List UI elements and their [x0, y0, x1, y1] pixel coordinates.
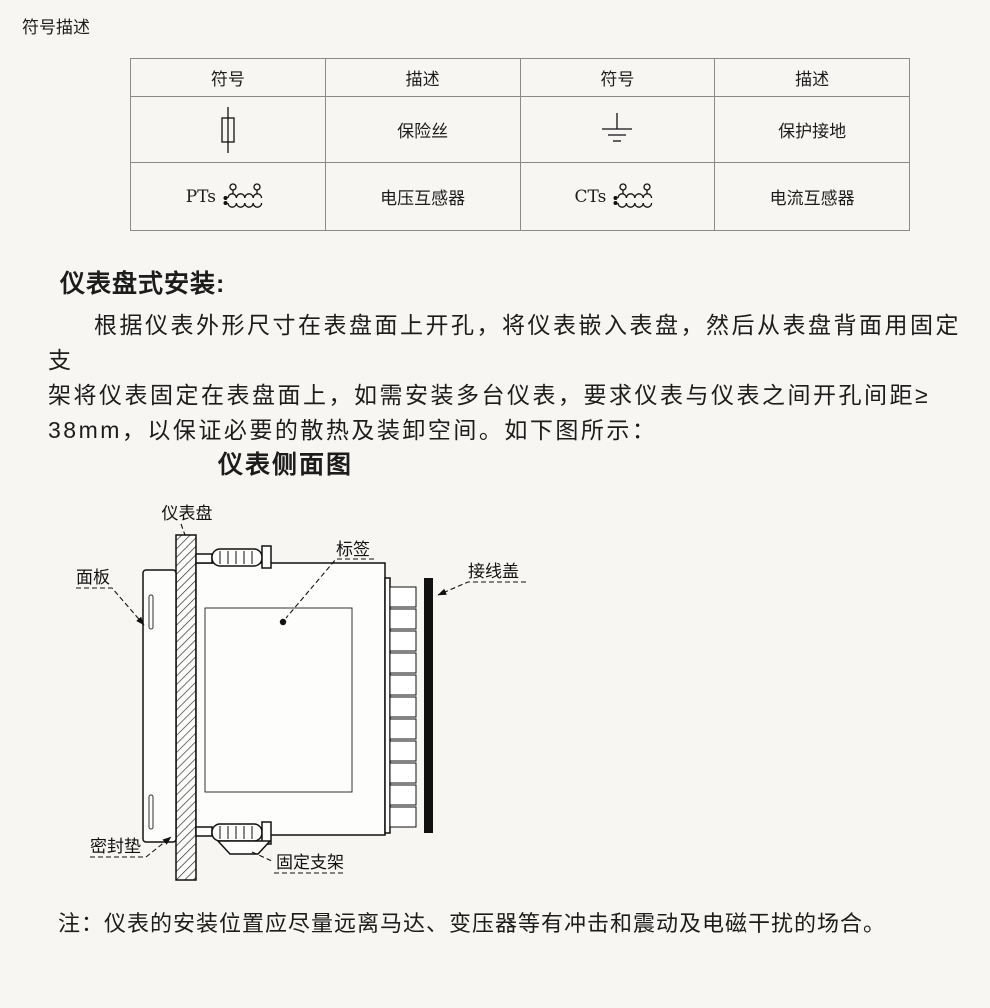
current-transformer-icon [613, 182, 653, 208]
terminal-block-shape [389, 586, 417, 828]
install-paragraph: 根据仪表外形尺寸在表盘面上开孔，将仪表嵌入表盘，然后从表盘背面用固定支 架将仪表… [48, 312, 961, 443]
note: 注：仪表的安装位置应尽量远离马达、变压器等有冲击和震动及电磁干扰的场合。 [58, 911, 887, 936]
pt-label: PTs [185, 186, 216, 207]
panel-board-label: 仪表盘 [162, 504, 213, 523]
earth-symbol-cell [519, 96, 716, 163]
panel-board-shape [175, 534, 197, 881]
fuse-icon [221, 106, 235, 153]
mounting-screw-top [195, 545, 272, 569]
bracket-leader-line [251, 851, 273, 862]
table-row: 保险丝 保护接地 [130, 96, 910, 163]
front-panel-leader-line [76, 587, 145, 626]
ct-label: CTs [574, 186, 607, 207]
col-header-symbol-1: 符号 [130, 58, 326, 97]
ct-desc: 电流互感器 [714, 162, 910, 231]
tag-label: 标签 [336, 540, 370, 559]
earth-desc: 保护接地 [714, 96, 910, 163]
col-header-desc-2: 描述 [714, 58, 910, 97]
wiring-cover-label: 接线盖 [468, 562, 519, 581]
pt-desc: 电压互感器 [324, 162, 521, 231]
section-title: 符号描述 [22, 18, 90, 38]
wiring-cover-shape [424, 578, 433, 833]
table-header-row: 符号 描述 符号 描述 [130, 58, 910, 97]
gasket-label: 密封垫 [90, 837, 141, 856]
voltage-transformer-icon [223, 182, 263, 208]
meter-body-shape [195, 562, 386, 836]
gasket-leader-line [90, 836, 172, 858]
table-row: PTs 电压互感器 [130, 162, 910, 231]
diagram-title: 仪表侧面图 [218, 450, 354, 479]
symbol-table: 符号 描述 符号 描述 保险丝 [130, 58, 910, 231]
meter-back-plate [384, 577, 391, 834]
bracket-label: 固定支架 [276, 853, 344, 872]
tag-leader-line [285, 558, 374, 619]
ct-symbol-cell: CTs [519, 162, 716, 231]
mounting-screw-bottom [195, 821, 272, 845]
wiring-cover-leader-line [437, 581, 526, 596]
install-heading: 仪表盘式安装: [60, 270, 226, 298]
pt-symbol-cell: PTs [130, 162, 326, 231]
front-panel-shape [142, 569, 177, 843]
panel-board-leader-line [180, 523, 186, 536]
fuse-symbol-cell [130, 96, 326, 163]
label-area-shape [204, 607, 353, 793]
front-panel-slot-bottom [148, 794, 154, 830]
fixing-bracket-shape [216, 840, 272, 855]
front-panel-slot-top [148, 594, 154, 630]
col-header-desc-1: 描述 [324, 58, 521, 97]
col-header-symbol-2: 符号 [519, 58, 716, 97]
fuse-desc: 保险丝 [324, 96, 521, 163]
front-panel-label: 面板 [76, 568, 110, 587]
side-view-diagram: 仪表盘 面板 标签 接线盖 密封垫 固定支架 [76, 504, 526, 881]
protective-earth-icon [602, 112, 633, 142]
tag-point-dot [279, 618, 287, 626]
